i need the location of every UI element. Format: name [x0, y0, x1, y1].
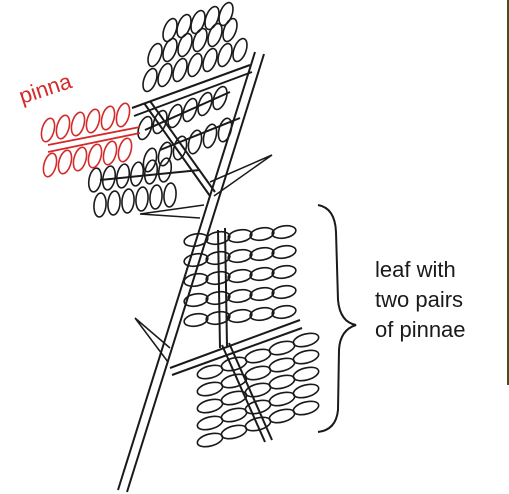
leaflet — [227, 288, 253, 304]
leaflet — [292, 348, 320, 366]
leaflet — [220, 372, 248, 390]
leaflet — [249, 286, 275, 302]
leaflet — [196, 431, 224, 449]
leaflet — [56, 149, 74, 175]
leaflet — [170, 57, 189, 84]
leaflet — [227, 228, 253, 244]
leaflet — [86, 143, 104, 169]
leaflet — [271, 224, 297, 240]
leaflet — [116, 137, 134, 163]
leaflet — [190, 27, 209, 54]
leaflet — [149, 185, 163, 210]
leaflet — [143, 159, 159, 185]
leaflet — [292, 399, 320, 417]
leaflet — [160, 37, 179, 64]
leaflet — [163, 183, 177, 208]
leaflet — [220, 17, 239, 44]
leaflet — [271, 304, 297, 320]
leaflet — [41, 152, 59, 178]
leaflet — [216, 117, 234, 143]
leaflet — [200, 47, 219, 74]
leaflet — [155, 62, 174, 89]
leaflet — [227, 248, 253, 264]
leaflet — [268, 407, 296, 425]
leaflet — [292, 365, 320, 383]
leaflet — [185, 52, 204, 79]
leaflet — [249, 306, 275, 322]
leaflet — [244, 381, 272, 399]
leaflet — [121, 189, 135, 214]
leaflet — [115, 163, 131, 189]
leaflet — [249, 226, 275, 242]
leaflet — [201, 123, 219, 149]
leaflet — [271, 284, 297, 300]
leaflet — [268, 373, 296, 391]
leaflet — [205, 22, 224, 49]
leaflet — [210, 85, 229, 112]
leaflet — [292, 382, 320, 400]
leaflet — [183, 312, 209, 328]
leaf-label-line2: two pairs — [375, 287, 463, 312]
leaflet — [183, 272, 209, 288]
leaflet — [135, 187, 149, 212]
leaflet — [292, 331, 320, 349]
leaflet — [220, 389, 248, 407]
leaflet — [140, 67, 159, 94]
leaflet — [196, 414, 224, 432]
leaflet — [39, 117, 57, 143]
leaflet — [244, 347, 272, 365]
leaflet — [107, 191, 121, 216]
leaflet — [230, 37, 249, 64]
pinna-label: pinna — [16, 68, 76, 109]
leaflet — [183, 252, 209, 268]
leaflet — [69, 111, 87, 137]
leaflet — [271, 244, 297, 260]
leaflet — [268, 390, 296, 408]
leaflet — [268, 339, 296, 357]
leaflet — [54, 114, 72, 140]
leaflet — [99, 105, 117, 131]
leaflet — [220, 423, 248, 441]
leaflet — [101, 140, 119, 166]
leaflet — [196, 397, 224, 415]
lower-leaflets — [183, 224, 320, 449]
leaflet — [114, 102, 132, 128]
leaflet — [101, 165, 117, 191]
leaflet — [150, 109, 169, 136]
upper-leaflets — [87, 1, 250, 218]
leaflet — [196, 380, 224, 398]
leaflet — [249, 246, 275, 262]
leaflet — [244, 364, 272, 382]
leaflet — [271, 264, 297, 280]
leaflet — [93, 193, 107, 218]
leaflet — [71, 146, 89, 172]
leaflet — [84, 108, 102, 134]
leaf-label-line3: of pinnae — [375, 317, 466, 342]
leaflet — [227, 268, 253, 284]
leaflet — [145, 42, 164, 69]
leaf-label-line1: leaf with — [375, 257, 456, 282]
leaflet — [220, 406, 248, 424]
leaflet — [129, 161, 145, 187]
leaflet — [220, 355, 248, 373]
leaflet — [186, 129, 204, 155]
leaflet — [249, 266, 275, 282]
leaflet — [87, 167, 103, 193]
leaflet — [227, 308, 253, 324]
bracket — [318, 205, 356, 432]
leaflet — [268, 356, 296, 374]
leaflet — [215, 42, 234, 69]
leaflet — [171, 135, 189, 161]
